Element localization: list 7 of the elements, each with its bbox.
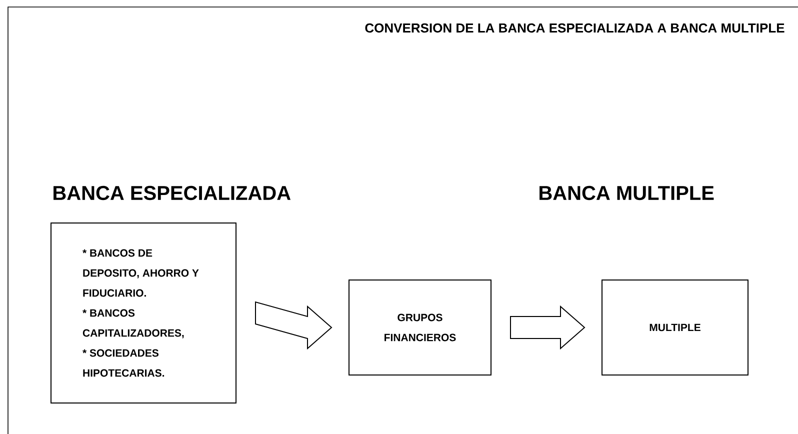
- text-box: GRUPOS FINANCIEROS: [348, 280, 492, 376]
- block-arrow: [510, 305, 586, 350]
- text-box: MULTIPLE: [602, 280, 748, 376]
- title: CONVERSION DE LA BANCA ESPECIALIZADA A BANCA MULTIPLE: [365, 23, 784, 33]
- column-heading: BANCA ESPECIALIZADA: [54, 186, 291, 200]
- column-heading: BANCA MULTIPLE: [540, 186, 714, 200]
- text-box: * BANCOS DE DEPOSITO, AHORRO Y FIDUCIARIO. * BANCOS CAPITALIZADORES, * SOCIEDADES HIPOTECARIAS.: [50, 222, 236, 404]
